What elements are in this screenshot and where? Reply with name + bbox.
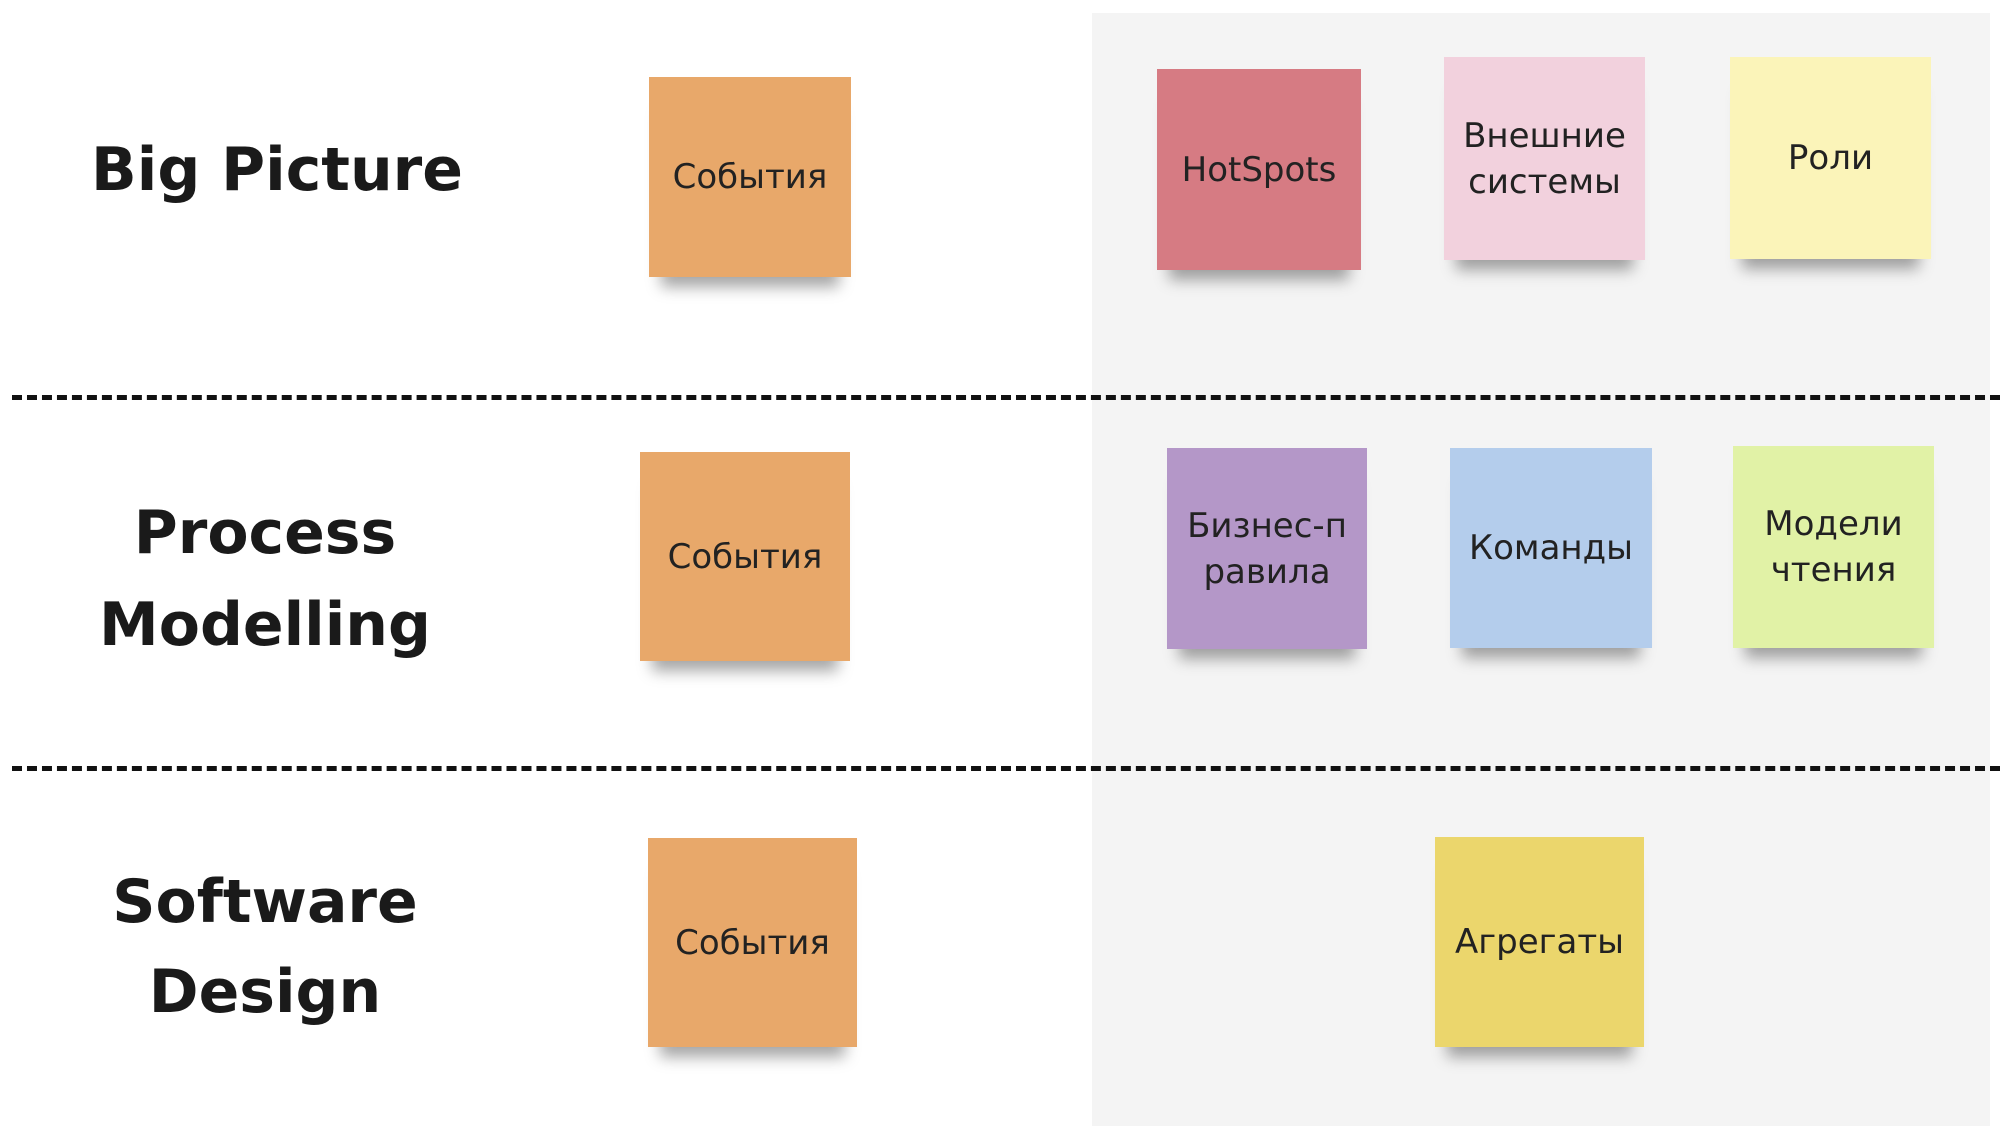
sticky-commands[interactable]: Команды [1450, 448, 1652, 648]
sticky-events[interactable]: События [649, 77, 851, 277]
row-title-software-design-line1: Software [112, 867, 418, 937]
sticky-read-models[interactable]: Модели чтения [1733, 446, 1934, 648]
row-title-process-modelling-line1: Process [133, 498, 397, 568]
sticky-roles[interactable]: Роли [1730, 57, 1931, 259]
row-title-big-picture: Big Picture [91, 135, 463, 205]
sticky-events[interactable]: События [648, 838, 857, 1047]
sticky-external-systems[interactable]: Внешние системы [1444, 57, 1645, 260]
sticky-events[interactable]: События [640, 452, 850, 661]
sticky-business-rules[interactable]: Бизнес-правила [1167, 448, 1367, 649]
row-divider [12, 395, 2000, 400]
row-title-process-modelling-line2: Modelling [99, 590, 431, 660]
sticky-hotspots[interactable]: HotSpots [1157, 69, 1361, 270]
sticky-aggregates[interactable]: Агрегаты [1435, 837, 1644, 1047]
row-title-software-design-line2: Design [148, 957, 382, 1027]
row-divider [12, 766, 2000, 771]
